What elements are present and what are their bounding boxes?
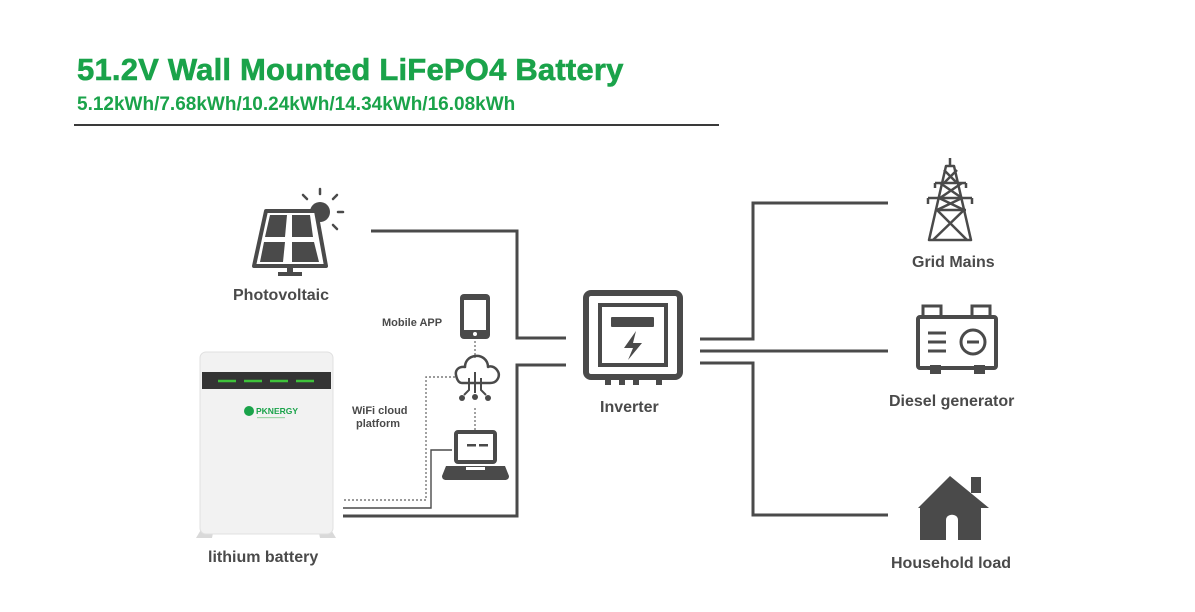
cloud-battery-dotted — [343, 376, 455, 501]
grid-line — [700, 201, 888, 341]
household-line — [700, 361, 888, 517]
battery-line — [343, 363, 566, 518]
battery-logo: PKNERGY — [256, 406, 298, 416]
laptop-battery-line — [343, 449, 452, 509]
wifi-cloud-label-line1: WiFi cloud — [352, 405, 408, 417]
solar-panel-icon — [252, 187, 345, 276]
household-load-label: Household load — [891, 555, 1011, 572]
phone-icon — [460, 294, 490, 339]
inverter-label: Inverter — [600, 399, 659, 416]
lithium-battery-label: lithium battery — [208, 549, 319, 566]
diesel-generator-label: Diesel generator — [889, 393, 1015, 410]
transmission-tower-icon — [926, 158, 974, 242]
photovoltaic-label: Photovoltaic — [233, 287, 330, 304]
title-divider — [74, 124, 719, 126]
mobile-app-label: Mobile APP — [382, 317, 443, 329]
battery-logo-icon — [244, 406, 254, 416]
cloud-icon — [454, 354, 500, 401]
connection-lines — [343, 201, 888, 518]
page-subtitle: 5.12kWh/7.68kWh/10.24kWh/14.34kWh/16.08k… — [77, 94, 516, 115]
laptop-icon — [442, 430, 509, 480]
communication-lines — [343, 341, 476, 501]
page-title: 51.2V Wall Mounted LiFePO4 Battery — [77, 52, 624, 88]
grid-mains-label: Grid Mains — [912, 254, 995, 271]
pv-line — [371, 229, 566, 340]
generator-icon — [916, 304, 998, 374]
communication-solid — [343, 449, 452, 509]
lightning-icon — [624, 331, 642, 360]
battery-icon: PKNERGY — [196, 351, 336, 538]
inverter-icon — [583, 290, 683, 385]
wifi-cloud-label-line2: platform — [356, 418, 400, 430]
house-icon — [918, 476, 989, 540]
